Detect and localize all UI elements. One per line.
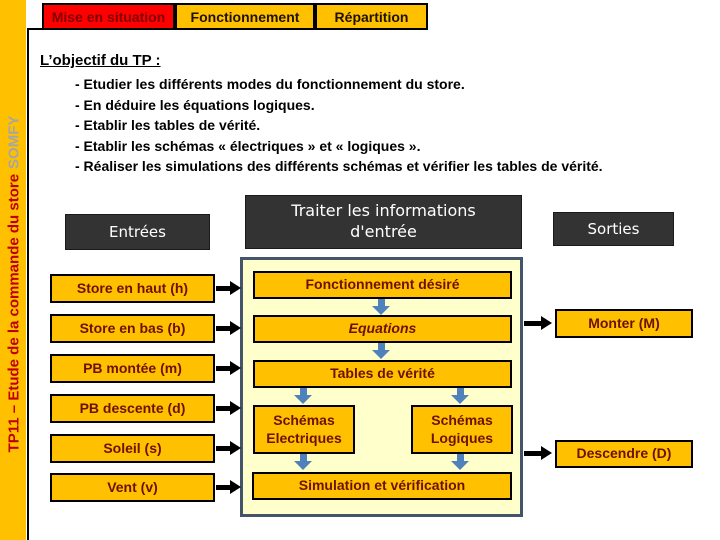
tab-repartition[interactable]: Répartition [315,3,428,30]
objective-title: L’objectif du TP : [40,52,161,69]
tab-label: Mise en situation [51,8,166,25]
sidebar-band [0,0,26,540]
output-arrow-icon [524,316,552,330]
flow-down-arrow-icon [451,388,469,404]
sidebar-title: TP11 – Etude de la commande du store SOMF… [6,116,23,453]
tab-label: Fonctionnement [190,8,300,25]
input-arrow-icon [216,361,241,375]
objective-section: L’objectif du TP : - Etudier les différe… [40,52,685,177]
objective-item: - Etudier les différents modes du foncti… [75,76,465,92]
input-arrow-icon [216,401,241,415]
flow-down-arrow-icon [372,299,390,315]
input-pb-montee: PB montée (m) [50,354,215,383]
flow-down-arrow-icon [294,388,312,404]
process-fonctionnement-desire: Fonctionnement désiré [253,271,512,299]
process-schemas-logiques: Schémas Logiques [411,405,513,454]
tab-fonctionnement[interactable]: Fonctionnement [175,3,315,30]
tab-mise-en-situation[interactable]: Mise en situation [42,3,175,30]
sidebar-title-text: TP11 – Etude de la commande du store [5,173,23,453]
process-simulation-verification: Simulation et vérification [252,472,512,500]
input-soleil: Soleil (s) [50,434,215,463]
input-store-en-bas: Store en bas (b) [50,314,215,343]
stage-entrees-label: Entrées [65,214,210,250]
objective-item: - Etablir les schémas « électriques » et… [75,137,421,154]
process-schemas-electriques: Schémas Electriques [253,405,355,454]
input-arrow-icon [216,321,241,335]
input-store-en-haut: Store en haut (h) [50,274,215,303]
output-descendre: Descendre (D) [555,440,693,468]
brand-somfy: SOMFY [5,115,23,169]
objective-item: - Etablir les tables de vérité. [75,117,261,133]
stage-traitement-text: Traiter les informations d'entrée [291,201,476,241]
flow-down-arrow-icon [294,454,312,470]
input-arrow-icon [216,281,241,295]
input-arrow-icon [216,441,241,455]
objective-item: - En déduire les équations logiques. [75,96,315,113]
tab-label: Répartition [334,8,409,25]
output-arrow-icon [524,446,552,460]
left-divider [27,28,29,540]
stage-sorties-label: Sorties [553,212,674,246]
objective-item: - Réaliser les simulations des différent… [75,158,603,174]
input-vent: Vent (v) [50,473,215,502]
process-tables-de-verite: Tables de vérité [253,360,512,388]
flow-down-arrow-icon [451,454,469,470]
flow-down-arrow-icon [372,343,390,359]
stage-traitement-label: Traiter les informations d'entrée [245,195,522,249]
input-arrow-icon [216,480,241,494]
input-pb-descente: PB descente (d) [50,394,215,423]
process-equations: Equations [253,315,512,343]
output-monter: Monter (M) [555,309,693,338]
